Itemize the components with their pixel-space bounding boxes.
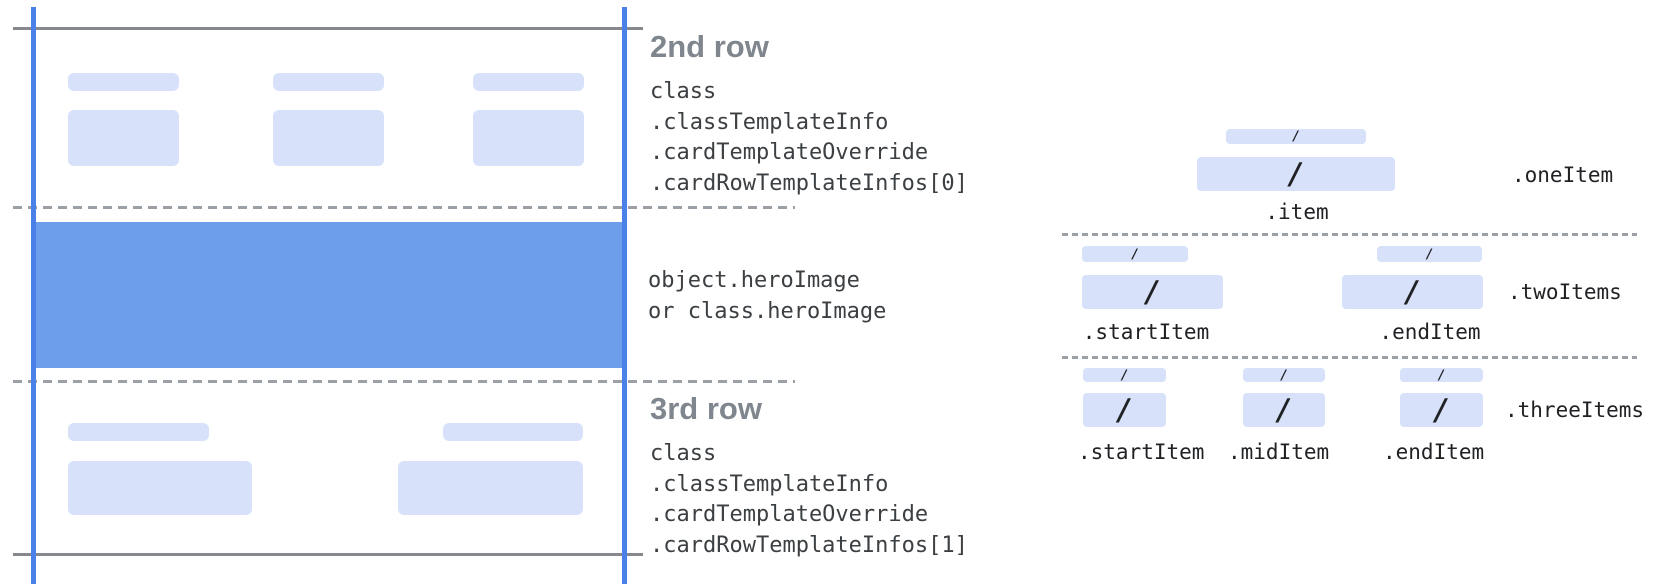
three-items-mid-small-bar: / (1243, 368, 1325, 382)
row2-col2-label-chip (273, 73, 384, 91)
row2-heading: 2nd row (650, 29, 769, 64)
hero-image-block (33, 222, 627, 368)
three-items-end-small-bar: / (1400, 368, 1483, 382)
slash-glyph: / (1143, 274, 1162, 309)
row3-left-label-chip (68, 423, 209, 441)
row3-code-line: .cardRowTemplateInfos[1] (650, 532, 968, 558)
slash-glyph: / (1115, 392, 1134, 427)
slash-glyph: / (1292, 129, 1300, 144)
card-top-border-line (13, 27, 643, 30)
slash-glyph: / (1287, 156, 1305, 191)
hero-annotation: object.heroImage or class.heroImage (648, 266, 886, 327)
two-items-end-label: .endItem (1379, 320, 1481, 344)
slash-glyph: / (1280, 367, 1288, 383)
row3-code-line: class (650, 441, 717, 466)
row3-heading: 3rd row (650, 391, 762, 426)
row3-code-line: .classTemplateInfo (650, 471, 889, 497)
hero-code-line: or class.heroImage (648, 298, 887, 324)
slash-glyph: / (1275, 392, 1293, 427)
three-items-start-small-bar: / (1083, 368, 1166, 382)
two-items-end-small-bar: / (1377, 246, 1482, 262)
row2-annotation: 2nd row class .classTemplateInfo .cardTe… (650, 30, 968, 199)
row3-right-label-chip (443, 423, 583, 441)
slash-glyph: / (1432, 392, 1451, 427)
one-item-big-bar: / (1197, 157, 1395, 191)
slash-glyph: / (1131, 246, 1139, 262)
slash-glyph: / (1120, 367, 1129, 383)
row2-col1-label-chip (68, 73, 179, 91)
row2-col1-value-chip (68, 110, 179, 166)
twoitems-separator-dashed-line (1062, 356, 1637, 359)
card-right-edge-line (622, 7, 627, 584)
row3-left-value-chip (68, 461, 252, 515)
one-item-small-bar: / (1226, 129, 1366, 144)
row2-separator-dashed-line (13, 206, 795, 209)
three-items-start-label: .startItem (1078, 440, 1205, 464)
slash-glyph: / (1403, 274, 1422, 309)
row2-code-line: .classTemplateInfo (650, 109, 889, 135)
card-left-edge-line (31, 7, 36, 584)
hero-separator-dashed-line (13, 380, 795, 383)
three-items-start-big-bar: / (1083, 393, 1166, 427)
row2-code-line: class (650, 79, 717, 104)
row3-right-value-chip (398, 461, 583, 515)
row2-code-line: .cardRowTemplateInfos[0] (650, 170, 968, 196)
three-items-row-label: .threeItems (1505, 398, 1645, 422)
oneitem-separator-dashed-line (1062, 233, 1637, 236)
row2-col2-value-chip (273, 110, 384, 166)
row3-annotation: 3rd row class .classTemplateInfo .cardTe… (650, 392, 968, 561)
two-items-start-label: .startItem (1082, 320, 1210, 344)
two-items-row-label: .twoItems (1508, 280, 1622, 304)
two-items-end-big-bar: / (1342, 275, 1483, 309)
three-items-end-big-bar: / (1400, 393, 1483, 427)
card-bottom-border-line (13, 553, 643, 556)
row2-code-line: .cardTemplateOverride (650, 140, 929, 165)
one-item-row-label: .oneItem (1512, 163, 1614, 187)
three-items-mid-big-bar: / (1243, 393, 1325, 427)
three-items-end-label: .endItem (1383, 440, 1485, 464)
two-items-start-big-bar: / (1082, 275, 1223, 309)
three-items-mid-label: .midItem (1228, 440, 1330, 464)
row2-col3-value-chip (473, 110, 584, 166)
row2-col3-label-chip (473, 73, 584, 91)
hero-code-line: object.heroImage (648, 268, 860, 293)
slash-glyph: / (1425, 246, 1434, 262)
one-item-item-label: .item (1265, 200, 1329, 224)
two-items-start-small-bar: / (1082, 246, 1188, 262)
row3-code-line: .cardTemplateOverride (650, 502, 929, 527)
slash-glyph: / (1437, 367, 1446, 383)
